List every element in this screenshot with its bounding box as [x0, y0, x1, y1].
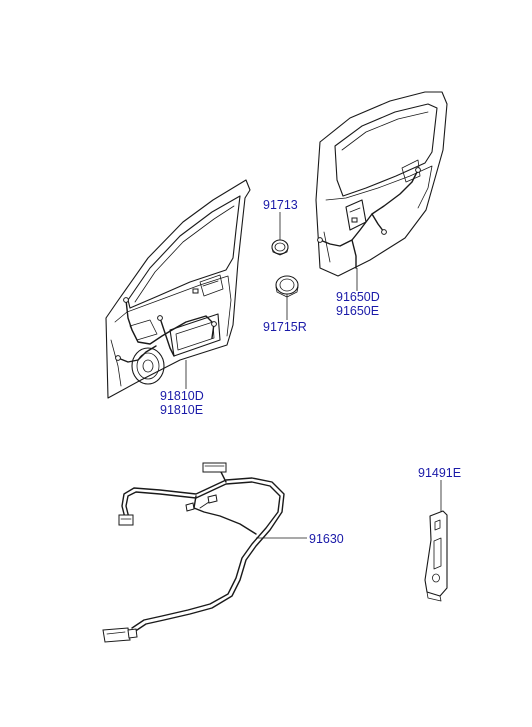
front-door-panel[interactable]: [105, 179, 251, 399]
label-91630[interactable]: 91630: [309, 532, 344, 546]
label-91650e[interactable]: 91650E: [336, 304, 379, 318]
label-91715r[interactable]: 91715R: [263, 320, 307, 334]
grommet-91713[interactable]: [271, 239, 289, 256]
grommet-91715r[interactable]: [275, 275, 299, 298]
label-91810e[interactable]: 91810E: [160, 403, 203, 417]
mounting-bracket[interactable]: [424, 510, 448, 602]
main-wire-harness[interactable]: [102, 462, 285, 643]
label-91491e[interactable]: 91491E: [418, 466, 461, 480]
label-91650d[interactable]: 91650D: [336, 290, 380, 304]
rear-door-panel[interactable]: [315, 91, 448, 277]
label-91810d[interactable]: 91810D: [160, 389, 204, 403]
label-91713[interactable]: 91713: [263, 198, 298, 212]
